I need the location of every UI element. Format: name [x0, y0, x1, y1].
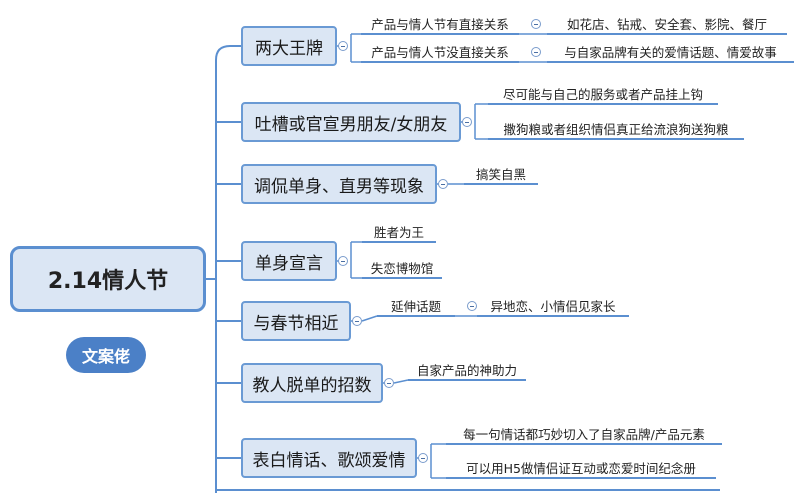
author-tag[interactable]: 文案佬: [66, 337, 146, 373]
child-collapse[interactable]: [531, 19, 541, 29]
branch-collapse-5[interactable]: [352, 316, 362, 326]
branch-topic-6[interactable]: 教人脱单的招数: [241, 363, 383, 403]
branch-collapse-1[interactable]: [338, 41, 348, 51]
branch-topic-4[interactable]: 单身宣言: [241, 241, 337, 281]
child-topic[interactable]: 失恋博物馆: [370, 260, 434, 276]
child-topic[interactable]: 每一句情话都巧妙切入了自家品牌/产品元素: [463, 426, 705, 442]
branch-collapse-6[interactable]: [384, 378, 394, 388]
child-topic[interactable]: 自家产品的神助力: [416, 362, 517, 378]
child-topic[interactable]: 产品与情人节有直接关系: [371, 16, 509, 32]
branch-topic-5[interactable]: 与春节相近: [241, 301, 351, 341]
child-topic[interactable]: 胜者为王: [373, 224, 424, 240]
detail-topic[interactable]: 异地恋、小情侣见家长: [490, 298, 616, 314]
trunk-curve-top: [215, 45, 241, 61]
child-connector: [361, 315, 378, 322]
child-collapse[interactable]: [467, 301, 477, 311]
branch-topic-2[interactable]: 吐槽或官宣男朋友/女朋友: [241, 102, 461, 142]
branch-collapse-7[interactable]: [418, 453, 428, 463]
child-topic[interactable]: 撒狗粮或者组织情侣真正给流浪狗送狗粮: [503, 121, 729, 137]
branch-collapse-4[interactable]: [338, 256, 348, 266]
detail-topic[interactable]: 如花店、钻戒、安全套、影院、餐厅: [566, 16, 767, 32]
child-connector: [393, 379, 409, 384]
branch-topic-7[interactable]: 表白情话、歌颂爱情: [241, 438, 417, 478]
child-collapse[interactable]: [531, 47, 541, 57]
branch-topic-1[interactable]: 两大王牌: [241, 26, 337, 66]
child-topic[interactable]: 尽可能与自己的服务或者产品挂上钩: [502, 86, 703, 102]
branch-collapse-3[interactable]: [438, 179, 448, 189]
child-topic[interactable]: 产品与情人节没直接关系: [371, 44, 509, 60]
branch-topic-3[interactable]: 调侃单身、直男等现象: [241, 164, 437, 204]
child-topic[interactable]: 可以用H5做情侣证互动或恋爱时间纪念册: [466, 460, 696, 476]
root-topic[interactable]: 2.14情人节: [10, 246, 206, 312]
child-topic[interactable]: 搞笑自黑: [475, 166, 526, 182]
branch-collapse-2[interactable]: [462, 117, 472, 127]
child-topic[interactable]: 延伸话题: [390, 298, 441, 314]
detail-topic[interactable]: 与自家品牌有关的爱情话题、情爱故事: [564, 44, 777, 60]
